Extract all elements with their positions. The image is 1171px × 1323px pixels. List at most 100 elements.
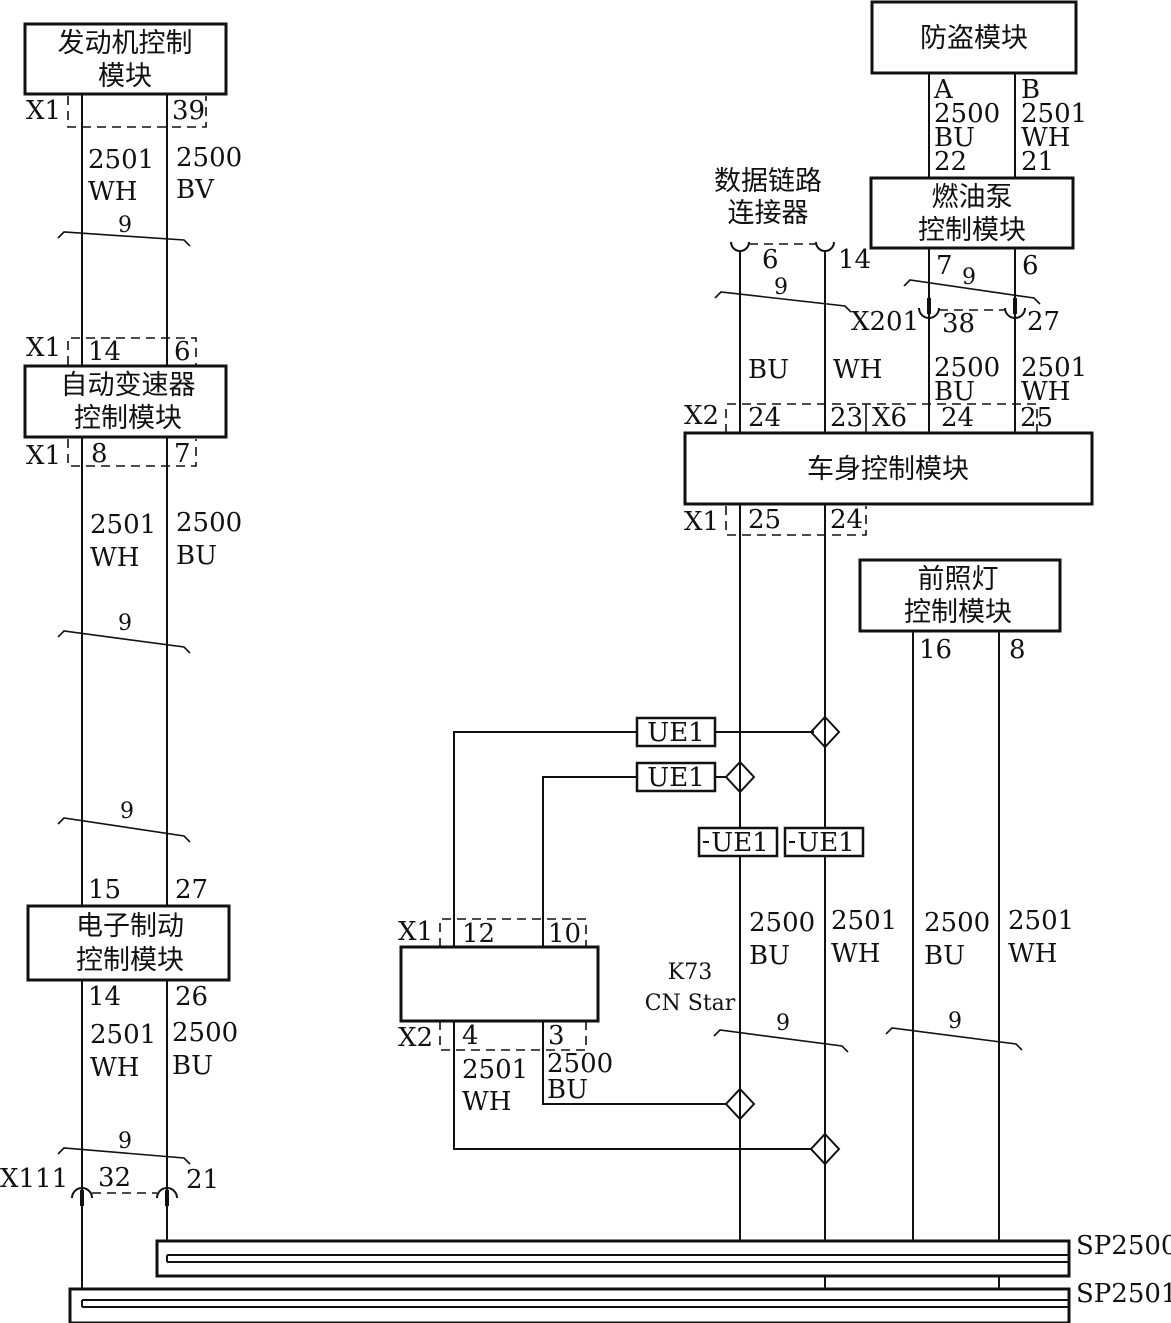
ebcm-pin-26: 26 [175,982,208,1012]
wire-number: 2501 [1008,906,1074,936]
x111-connector: X111 32 21 [0,1163,219,1206]
wire-color: WH [1021,123,1070,153]
x201-connector: X201 38 27 [851,298,1060,339]
dlc-pin-14: 14 [838,245,871,275]
twist-label: 9 [118,1129,132,1154]
wire-color: WH [88,177,137,207]
splice-diamond [724,1087,756,1121]
ebcm-bottom-pins: 14 26 [88,982,208,1012]
antitheft-module: 防盗模块 [870,0,1078,75]
antitheft-pin-22: 22 [934,147,967,177]
tcm-pin-14: 14 [88,337,121,367]
wire-number: 2501 [88,145,154,175]
wire-color: BU [934,377,975,407]
wire-number: 2500 [934,353,1000,383]
antitheft-label: 防盗模块 [920,23,1028,54]
wire-color: WH [90,1053,139,1083]
wire-number: 2501 [1021,99,1087,129]
ue1-label-upper: UE1 [647,718,704,748]
k73-bottom-connector: X2 4 3 [398,1021,587,1053]
antitheft-pin-b: B [1021,75,1040,105]
wire-color: WH [831,939,880,969]
bcm-x2-pin-23: 23 [830,403,863,433]
splice-diamond [724,760,756,794]
tcm-module: 自动变速器 控制模块 [23,364,228,439]
twist-label: 9 [948,1009,962,1034]
tcm-pin-8: 8 [91,439,108,469]
headlamp-wires: 16 8 2500 BU 2501 WH [912,631,1074,1307]
wire-color: BU [748,355,789,385]
ebcm-module: 电子制动 控制模块 [26,904,231,982]
x111-pin-32: 32 [98,1163,131,1193]
twist-label: 9 [962,265,976,290]
sp2501-label: SP2501 [1076,1279,1171,1309]
ecm-pin-39: 39 [172,96,205,126]
bcm-x6-pin-24: 24 [941,403,974,433]
twist-label: 9 [118,213,132,238]
wire-color: WH [90,543,139,573]
bcm-top-connector: X2 24 23 X6 24 25 [684,401,1053,433]
twist-marker: 9 [713,1011,849,1053]
ebcm-pin-15: 15 [88,875,121,905]
bcm-bottom-connector: X1 25 24 [684,505,867,537]
wire-color: BU [547,1075,588,1105]
wire-color: WH [1008,939,1057,969]
x201-pin-38: 38 [942,309,975,339]
headlamp-label-line2: 控制模块 [904,597,1012,628]
k73-label-line2: CN Star [645,991,736,1016]
wire-number: 2500 [924,908,990,938]
bcm-x1-pin-24: 24 [830,505,863,535]
ebcm-pin-27: 27 [175,875,208,905]
dlc-wires: BU WH [739,251,882,433]
tcm-connector-x1-top: X1 [26,333,61,363]
ecm-connector-x1: X1 [26,96,61,126]
ebcm-top-pins: 15 27 [88,875,208,905]
x201-pin-27: 27 [1027,307,1060,337]
fpcm-label-line1: 燃油泵 [932,182,1013,213]
k73-pin-4: 4 [462,1021,479,1051]
ebcm-label-line1: 电子制动 [76,911,184,942]
twist-label: 9 [774,275,788,300]
k73-connector-x1: X1 [398,917,433,947]
twist-label: 9 [120,799,134,824]
tcm-pin-7: 7 [174,439,191,469]
bcm-connector-x2: X2 [684,401,719,431]
headlamp-label-line1: 前照灯 [918,564,999,595]
wire-number: 2501 [90,1020,156,1050]
wire-color: WH [1021,377,1070,407]
ue1-label-lower: UE1 [647,763,704,793]
k73-down-wires: 2501 WH 2500 BU [453,1021,841,1166]
tcm-bottom-connector: X1 8 7 [26,439,197,471]
twist-label: 9 [118,611,132,636]
wire-color: WH [833,355,882,385]
ebcm-wire-labels: 2501 WH 2500 BU [90,1018,238,1083]
bcm-x6-pin-25: 25 [1020,403,1053,433]
twist-marker: 9 [57,1129,191,1165]
tcm-wire-labels: 2501 WH 2500 BU [90,508,242,573]
antitheft-pin-21: 21 [1021,147,1054,177]
k73-module: K73 CN Star [399,945,736,1023]
ue1-inline-left: UE1 [711,828,768,858]
ecm-module: 发动机控制 模块 [23,22,228,96]
wire-number: 2500 [172,1018,238,1048]
wire-color: BV [176,175,215,205]
dlc-label-line2: 连接器 [728,198,809,229]
wire-number: 2501 [1021,353,1087,383]
ecm-label-line2: 模块 [98,61,152,92]
left-wires [81,94,168,1307]
fpcm-module: 燃油泵 控制模块 [869,176,1075,250]
twist-marker: 9 [57,213,191,247]
wire-color: BU [176,541,217,571]
headlamp-pin-8: 8 [1009,635,1026,665]
wire-color: BU [172,1051,213,1081]
wire-number: 2500 [176,143,242,173]
wire-color: BU [924,941,965,971]
twist-marker: 9 [714,275,852,313]
dlc-pin-6: 6 [762,245,779,275]
fpcm-pins: 7 6 [928,248,1039,433]
wire-number: 2500 [934,99,1000,129]
ue1-inline-labels: UE1 UE1 [697,826,865,858]
wire-number: 2501 [462,1055,528,1085]
tcm-top-connector: X1 14 6 [26,333,197,367]
